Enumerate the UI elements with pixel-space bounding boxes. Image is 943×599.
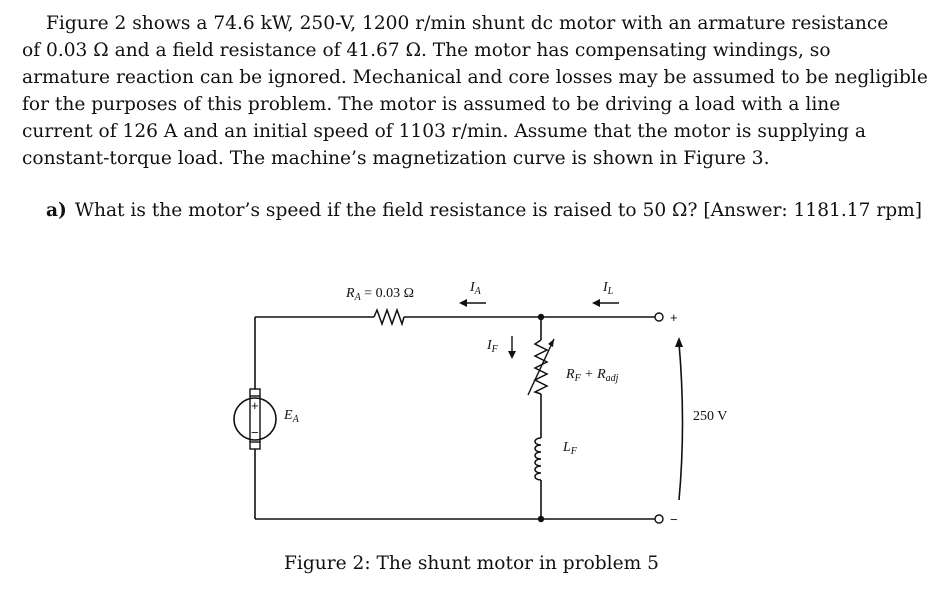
il-arrow-head <box>592 299 600 307</box>
junction-top <box>537 313 545 321</box>
voltage-arrow-head <box>675 337 683 347</box>
question-label: a) <box>46 200 67 221</box>
ra-label: RA = 0.03 Ω <box>345 286 414 303</box>
junction-bottom <box>537 515 545 523</box>
problem-line-3: armature reaction can be ignored. Mechan… <box>22 67 928 88</box>
problem-line-1: Figure 2 shows a 74.6 kW, 250-V, 1200 r/… <box>46 13 889 34</box>
if-label: IF <box>486 338 499 355</box>
problem-line-2: of 0.03 Ω and a field resistance of 41.6… <box>22 40 831 61</box>
ea-label: EA <box>283 408 300 425</box>
question-text: What is the motor’s speed if the field r… <box>74 200 923 221</box>
ia-arrow-head <box>459 299 467 307</box>
figure-caption: Figure 2: The shunt motor in problem 5 <box>284 553 660 574</box>
adjustable-arrow-line <box>527 338 555 396</box>
if-arrow-head <box>508 351 516 359</box>
brush-top <box>249 388 261 397</box>
rf-radj-label: RF + Radj <box>565 367 619 384</box>
terminal-minus-label: − <box>670 512 678 527</box>
problem-line-5: current of 126 A and an initial speed of… <box>22 121 866 142</box>
voltage-arrow-line <box>678 342 684 501</box>
source-plus-sign: + <box>251 398 259 413</box>
ia-label: IA <box>469 280 482 297</box>
problem-line-6: constant-torque load. The machine’s magn… <box>22 148 770 169</box>
terminal-positive <box>654 312 664 322</box>
adjustable-arrow-head <box>548 339 554 347</box>
source-minus-sign: − <box>251 425 259 440</box>
terminal-plus-label: + <box>670 310 678 325</box>
circuit-wires <box>254 316 655 520</box>
field-resistor-symbol <box>533 339 549 395</box>
armature-source-symbol <box>233 397 277 441</box>
question-a: a) What is the motor’s speed if the field… <box>46 200 922 221</box>
problem-line-4: for the purposes of this problem. The mo… <box>22 94 841 115</box>
armature-resistor-symbol <box>373 307 405 327</box>
voltage-label: 250 V <box>693 409 727 424</box>
lf-label: LF <box>562 440 578 457</box>
il-label: IL <box>602 280 614 297</box>
problem-statement: Figure 2 shows a 74.6 kW, 250-V, 1200 r/… <box>22 10 928 172</box>
field-inductor-symbol <box>534 437 542 481</box>
brush-bottom <box>249 441 261 450</box>
terminal-negative <box>654 514 664 524</box>
